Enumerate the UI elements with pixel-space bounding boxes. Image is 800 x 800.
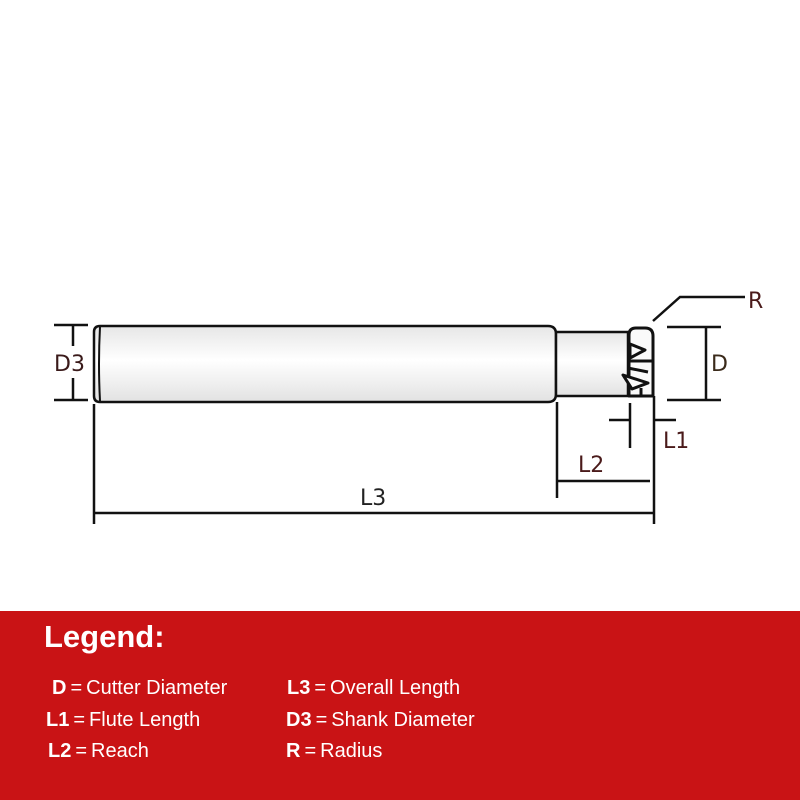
shank [92, 324, 558, 404]
legend-meaning: Cutter Diameter [86, 677, 228, 699]
legend-equals: = [73, 709, 86, 731]
legend-symbol: R [286, 740, 301, 762]
cutter-head [621, 326, 655, 398]
label-r: R [748, 289, 763, 314]
legend-item-r: R=Radius [286, 738, 382, 764]
radius-leader [652, 295, 745, 322]
label-d3: D3 [54, 352, 85, 377]
legend-symbol: L2 [48, 740, 72, 762]
legend-meaning: Radius [320, 740, 383, 762]
legend-equals: = [314, 677, 327, 699]
legend-equals: = [75, 740, 88, 762]
label-l2: L2 [578, 453, 604, 478]
dimension-l1 [609, 403, 676, 448]
legend-item-l2: L2=Reach [48, 738, 149, 764]
neck [554, 330, 630, 398]
dimension-l2 [555, 402, 650, 498]
legend-meaning: Overall Length [330, 677, 461, 699]
dimension-d3 [54, 323, 88, 402]
dimension-l3 [92, 404, 654, 524]
legend-title: Legend: [44, 619, 165, 654]
legend-panel: Legend: D=Cutter Diameter L1=Flute Lengt… [0, 611, 800, 800]
legend-meaning: Flute Length [89, 709, 201, 731]
legend-item-d3: D3=Shank Diameter [286, 707, 475, 733]
dimension-d [667, 325, 721, 402]
legend-meaning: Reach [91, 740, 149, 762]
legend-symbol: L1 [46, 709, 70, 731]
legend-item-l3: L3=Overall Length [287, 675, 460, 701]
legend-symbol: L3 [287, 677, 311, 699]
legend-symbol: D [52, 677, 67, 699]
legend-equals: = [70, 677, 83, 699]
legend-symbol: D3 [286, 709, 312, 731]
label-l3: L3 [360, 486, 386, 511]
legend-equals: = [304, 740, 317, 762]
end-mill-drawing: D3 D R L1 [54, 289, 763, 524]
legend-item-d: D=Cutter Diameter [52, 675, 227, 701]
label-d: D [711, 352, 728, 377]
legend-item-l1: L1=Flute Length [46, 707, 200, 733]
legend-equals: = [315, 709, 328, 731]
label-l1: L1 [663, 429, 689, 454]
legend-meaning: Shank Diameter [331, 709, 475, 731]
